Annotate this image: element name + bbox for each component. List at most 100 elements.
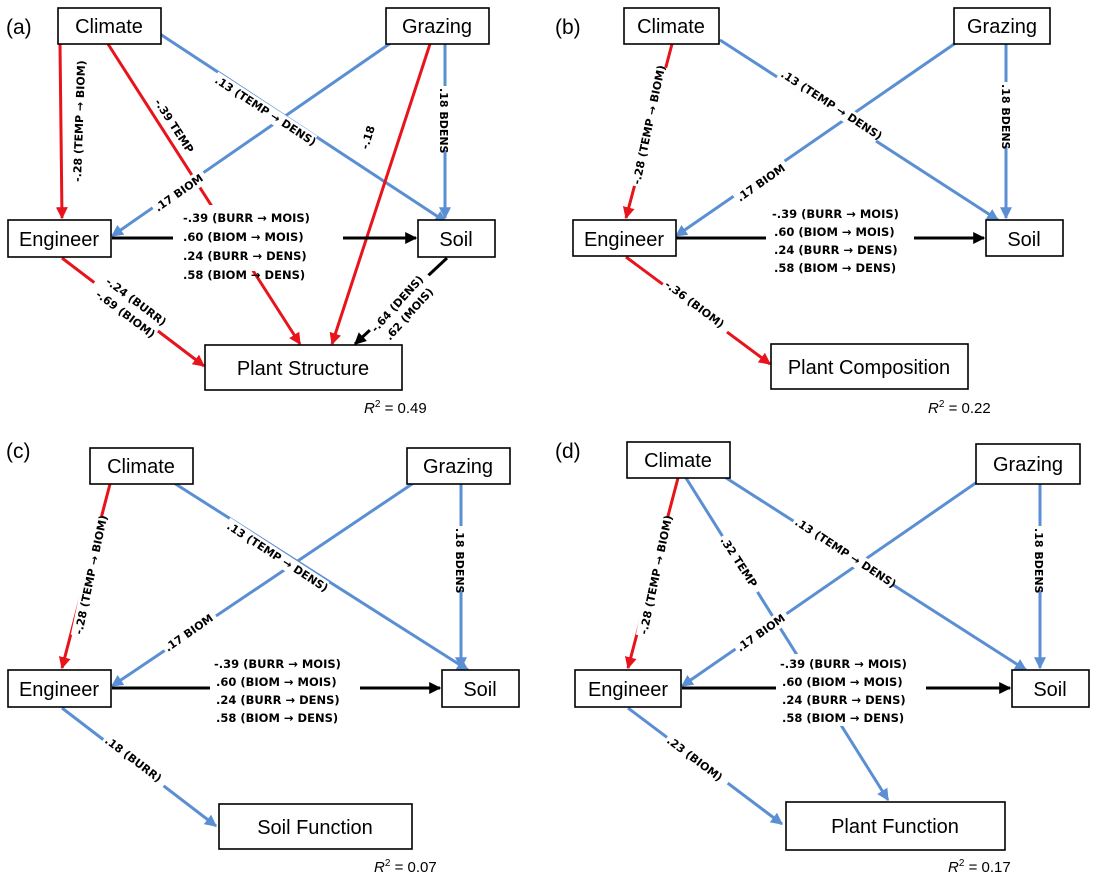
r2-c: R2 = 0.07 <box>374 858 437 876</box>
node-response-c: Soil Function <box>218 803 413 850</box>
edge-grazing-engineer-c <box>111 480 416 688</box>
node-climate-a-label: Climate <box>75 16 143 38</box>
label-bg-b <box>766 204 914 276</box>
node-grazing-d: Grazing <box>975 443 1081 485</box>
coef-eng-soil-a-3: .24 (BURR → DENS) <box>183 249 307 263</box>
coef-grazing-engineer-c: .17 BIOM <box>162 612 215 655</box>
coef-eng-soil-c-4: .58 (BIOM → DENS) <box>216 711 338 725</box>
coef-eng-soil-d-1: -.39 (BURR → MOIS) <box>780 657 907 671</box>
panel-label-a: (a) <box>6 16 32 39</box>
node-climate-b-label: Climate <box>637 16 705 38</box>
edges-c <box>58 474 470 828</box>
edge-grazing-response-a <box>329 43 432 346</box>
label-bg-c <box>210 654 360 726</box>
coef-climate-soil-d: .13 (TEMP → DENS) <box>792 516 898 591</box>
coef-climate-engineer-a: -.28 (TEMP → BIOM) <box>71 60 88 182</box>
panel-a: (a) -.28 (TEMP → BIOM) -.39 TEMP .13 (TE… <box>6 7 496 417</box>
coef-eng-soil-b-3: .24 (BURR → DENS) <box>774 243 898 257</box>
node-soil-a: Soil <box>417 219 496 258</box>
node-grazing-c-label: Grazing <box>423 456 493 478</box>
edge-grazing-engineer-d <box>681 478 981 688</box>
node-engineer-b: Engineer <box>572 219 677 257</box>
edge-climate-soil-c <box>162 474 470 672</box>
coef-eng-soil-a-2: .60 (BIOM → MOIS) <box>183 230 304 244</box>
node-soil-b-label: Soil <box>1007 229 1040 251</box>
node-response-d: Plant Function <box>785 801 1006 851</box>
node-soil-a-label: Soil <box>439 229 472 251</box>
node-response-c-label: Soil Function <box>257 817 373 839</box>
panel-c: (c) -.28 (TEMP → BIOM) .13 (TEMP → DENS)… <box>6 440 520 876</box>
edges-d <box>624 472 1046 826</box>
label-bg-d <box>776 654 926 726</box>
coef-engineer-response-b: -.36 (BIOM) <box>662 278 726 331</box>
coef-climate-soil-c: .13 (TEMP → DENS) <box>224 520 330 595</box>
label-bg-a <box>66 65 343 271</box>
coef-climate-soil-b: .13 (TEMP → DENS) <box>778 68 884 143</box>
r2-b-value: 0.22 <box>962 400 991 417</box>
coef-eng-soil-b-2: .60 (BIOM → MOIS) <box>774 225 895 239</box>
coef-eng-soil-a-1-text: .39 (BURR → MOIS) <box>188 211 310 225</box>
node-climate-b: Climate <box>623 7 720 45</box>
panel-label-d: (d) <box>555 440 581 463</box>
node-soil-d-label: Soil <box>1033 679 1066 701</box>
node-engineer-a-label: Engineer <box>19 229 99 251</box>
coef-eng-soil-b-4: .58 (BIOM → DENS) <box>774 261 896 275</box>
node-engineer-c-label: Engineer <box>19 679 99 701</box>
coef-climate-response-d: .32 TEMP <box>717 535 759 590</box>
node-climate-d-label: Climate <box>644 450 712 472</box>
coef-grazing-soil-c: .18 BDENS <box>453 528 466 594</box>
node-soil-d: Soil <box>1011 669 1090 708</box>
node-response-d-label: Plant Function <box>831 816 959 838</box>
node-engineer-d: Engineer <box>574 669 682 708</box>
node-soil-c: Soil <box>441 669 520 708</box>
node-engineer-c: Engineer <box>7 669 112 708</box>
coef-eng-soil-a-1: -.39 (BURR → MOIS) <box>183 211 310 225</box>
coef-eng-soil-c-1: -.39 (BURR → MOIS) <box>214 657 341 671</box>
r2-c-value: 0.07 <box>408 859 437 876</box>
coef-eng-soil-b-1: -.39 (BURR → MOIS) <box>772 207 899 221</box>
coef-climate-engineer-b: -.28 (TEMP → BIOM) <box>630 64 668 186</box>
panel-b: (b) -.28 (TEMP → BIOM) .13 (TEMP → DENS)… <box>555 7 1064 417</box>
node-climate-d: Climate <box>626 441 731 479</box>
node-response-a: Plant Structure <box>204 344 403 391</box>
node-engineer-b-label: Engineer <box>584 229 664 251</box>
coef-climate-engineer-d: -.28 (TEMP → BIOM) <box>637 514 675 636</box>
edge-climate-response-a <box>106 43 302 346</box>
node-engineer-d-label: Engineer <box>588 679 668 701</box>
panel-label-c: (c) <box>6 440 31 463</box>
edge-climate-engineer-a <box>55 43 68 220</box>
coef-engineer-response-d: .23 (BIOM) <box>664 734 725 784</box>
node-grazing-a-label: Grazing <box>402 16 472 38</box>
node-climate-c-label: Climate <box>107 456 175 478</box>
edge-climate-response-d <box>684 477 890 802</box>
r2-a-value: 0.49 <box>398 400 427 417</box>
panel-d: (d) -.28 (TEMP → BIOM) .32 TEMP .13 (TEM… <box>555 440 1090 876</box>
node-grazing-c: Grazing <box>406 447 511 485</box>
node-grazing-a: Grazing <box>385 7 490 45</box>
coef-eng-soil-d-2: .60 (BIOM → MOIS) <box>782 675 903 689</box>
coef-grazing-engineer-b: .17 BIOM <box>734 162 787 205</box>
coef-eng-soil-c-2: .60 (BIOM → MOIS) <box>216 675 337 689</box>
r2-a: R2 = 0.49 <box>364 399 427 417</box>
node-engineer-a: Engineer <box>7 219 112 258</box>
coef-grazing-engineer-d: .17 BIOM <box>734 612 787 655</box>
r2-d: R2 = 0.17 <box>948 858 1011 876</box>
r2-d-value: 0.17 <box>982 859 1011 876</box>
coef-eng-soil-a-4: .58 (BIOM → DENS) <box>183 268 305 282</box>
node-soil-b: Soil <box>985 219 1064 257</box>
node-response-b: Plant Composition <box>770 343 969 390</box>
coef-climate-soil-a: .13 (TEMP → DENS) <box>212 74 318 149</box>
node-response-a-label: Plant Structure <box>237 358 369 380</box>
r2-b: R2 = 0.22 <box>928 399 991 417</box>
coef-grazing-soil-d: .18 BDENS <box>1032 528 1045 594</box>
node-response-b-label: Plant Composition <box>788 357 950 379</box>
coef-eng-soil-d-4: .58 (BIOM → DENS) <box>782 711 904 725</box>
panel-label-b: (b) <box>555 16 581 39</box>
coef-grazing-soil-a: .18 BDENS <box>437 88 450 154</box>
coef-grazing-soil-b: .18 BDENS <box>999 84 1012 150</box>
node-grazing-b-label: Grazing <box>967 16 1037 38</box>
coef-engineer-response-c: .18 (BURR) <box>102 734 164 785</box>
node-grazing-d-label: Grazing <box>993 454 1063 476</box>
edge-grazing-engineer-b <box>675 38 961 238</box>
